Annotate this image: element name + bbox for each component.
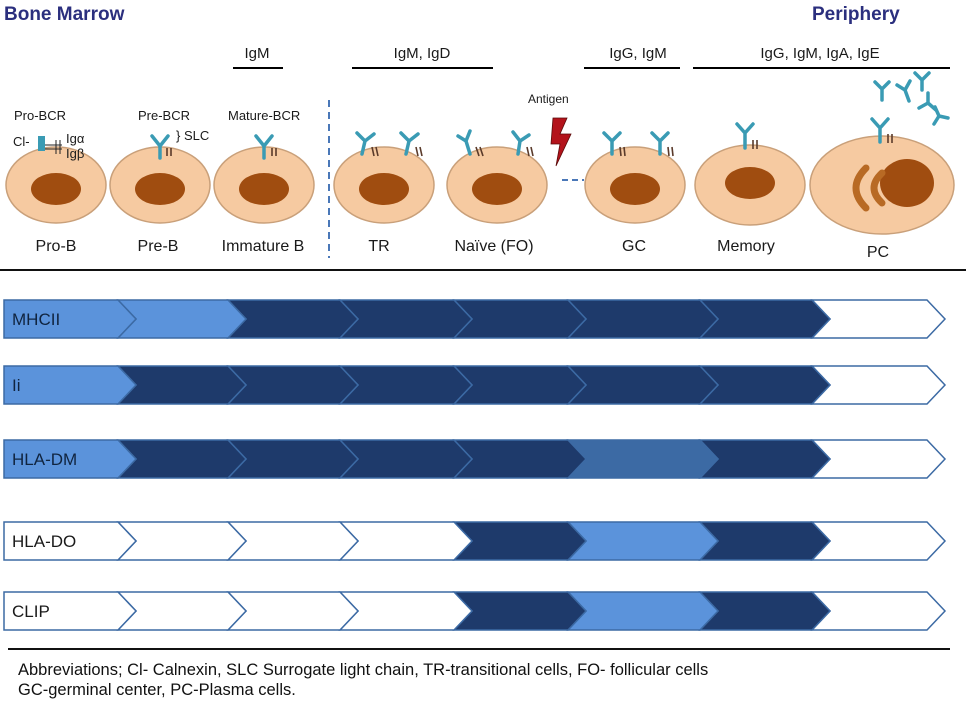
segment-hla-dm-naive-fo xyxy=(452,439,588,479)
segment-clip-memory xyxy=(698,591,832,631)
cell-label-pre-b: Pre-B xyxy=(138,238,179,255)
pre-bcr-label: Pre-BCR xyxy=(138,108,190,123)
segment-hla-do-pre-b xyxy=(116,521,248,561)
cell-label-immature-b: Immature B xyxy=(222,238,305,255)
cell-label-naive-fo: Naïve (FO) xyxy=(454,238,533,255)
segment-ii-naive-fo xyxy=(452,365,588,405)
segment-ii-immature-b xyxy=(226,365,360,405)
cell-memory xyxy=(694,122,806,226)
isotype-igm: IgM xyxy=(233,45,283,69)
pro-bcr-label: Pro-BCR xyxy=(14,108,66,123)
bone-marrow-header: Bone Marrow xyxy=(4,4,125,25)
row-clip: CLIP xyxy=(3,591,947,631)
isotype-igm-igd: IgM, IgD xyxy=(352,45,493,69)
cell-tr xyxy=(333,131,435,224)
segment-hla-do-memory xyxy=(698,521,832,561)
row-ii: Ii xyxy=(3,365,947,405)
segment-hla-do-pc xyxy=(810,521,947,561)
row-label-mhcii: MHCII xyxy=(12,310,60,329)
antigen-bolt-icon xyxy=(550,117,572,167)
segment-clip-pc xyxy=(810,591,947,631)
row-label-hla-do: HLA-DO xyxy=(12,532,76,551)
cell-label-pro-b: Pro-B xyxy=(36,238,77,255)
cell-label-pc: PC xyxy=(867,244,889,261)
segment-clip-naive-fo xyxy=(452,591,588,631)
segment-clip-tr xyxy=(338,591,474,631)
row-hla-dm: HLA-DM xyxy=(3,439,947,479)
antigen-label: Antigen xyxy=(528,92,569,106)
svg-text:IgM, IgD: IgM, IgD xyxy=(394,45,451,62)
row-label-hla-dm: HLA-DM xyxy=(12,450,77,469)
abbreviations-line-2: GC-germinal center, PC-Plasma cells. xyxy=(18,681,296,699)
segment-mhcii-pro-b xyxy=(3,299,138,339)
cell-pc xyxy=(809,71,955,235)
segment-mhcii-pc xyxy=(810,299,947,339)
segment-mhcii-pre-b xyxy=(116,299,248,339)
segment-hla-do-immature-b xyxy=(226,521,360,561)
segment-clip-immature-b xyxy=(226,591,360,631)
segment-hla-dm-immature-b xyxy=(226,439,360,479)
abbreviations-note: Abbreviations; Cl- Calnexin, SLC Surroga… xyxy=(18,660,948,700)
cell-naive-fo xyxy=(446,129,548,224)
svg-text:IgG, IgM: IgG, IgM xyxy=(609,45,667,62)
row-label-ii: Ii xyxy=(12,376,21,395)
segment-hla-do-tr xyxy=(338,521,474,561)
segment-hla-dm-pro-b xyxy=(3,439,138,479)
cell-label-tr: TR xyxy=(368,238,389,255)
ig-beta-label: Igβ xyxy=(66,146,84,161)
segment-hla-dm-pc xyxy=(810,439,947,479)
segment-hla-dm-tr xyxy=(338,439,474,479)
mature-bcr-label: Mature-BCR xyxy=(228,108,300,123)
segment-hla-dm-memory xyxy=(698,439,832,479)
segment-clip-pro-b xyxy=(3,591,138,631)
segment-ii-pro-b xyxy=(3,365,138,405)
segment-mhcii-naive-fo xyxy=(452,299,588,339)
segment-mhcii-tr xyxy=(338,299,474,339)
cell-label-gc: GC xyxy=(622,238,646,255)
isotype-igg-igm: IgG, IgM xyxy=(584,45,680,69)
segment-mhcii-memory xyxy=(698,299,832,339)
cell-label-memory: Memory xyxy=(717,238,775,255)
segment-ii-pre-b xyxy=(116,365,248,405)
segment-ii-tr xyxy=(338,365,474,405)
isotype-igg-igm-iga-ige: IgG, IgM, IgA, IgE xyxy=(693,45,950,69)
segment-hla-dm-gc xyxy=(566,439,720,479)
svg-text:IgG, IgM, IgA, IgE: IgG, IgM, IgA, IgE xyxy=(760,45,879,62)
ig-alpha-label: Igα xyxy=(66,131,85,146)
row-hla-do: HLA-DO xyxy=(3,521,947,561)
segment-clip-pre-b xyxy=(116,591,248,631)
segment-hla-do-gc xyxy=(566,521,720,561)
row-mhcii: MHCII xyxy=(3,299,947,339)
segment-ii-memory xyxy=(698,365,832,405)
segment-ii-gc xyxy=(566,365,720,405)
cell-pro-b xyxy=(5,136,107,224)
segment-hla-do-naive-fo xyxy=(452,521,588,561)
segment-ii-pc xyxy=(810,365,947,405)
periphery-header: Periphery xyxy=(812,4,900,25)
segment-hla-dm-pre-b xyxy=(116,439,248,479)
segment-clip-gc xyxy=(566,591,720,631)
segment-mhcii-gc xyxy=(566,299,720,339)
cell-immature-b xyxy=(213,134,315,224)
abbreviations-line-1: Abbreviations; Cl- Calnexin, SLC Surroga… xyxy=(18,661,709,679)
cell-gc xyxy=(584,131,686,224)
segment-mhcii-immature-b xyxy=(226,299,360,339)
slc-label: } SLC xyxy=(176,128,209,143)
row-label-clip: CLIP xyxy=(12,602,50,621)
segment-hla-do-pro-b xyxy=(3,521,138,561)
cell-pre-b xyxy=(109,134,211,224)
calnexin-label: Cl- xyxy=(13,134,30,149)
svg-text:IgM: IgM xyxy=(244,45,269,62)
